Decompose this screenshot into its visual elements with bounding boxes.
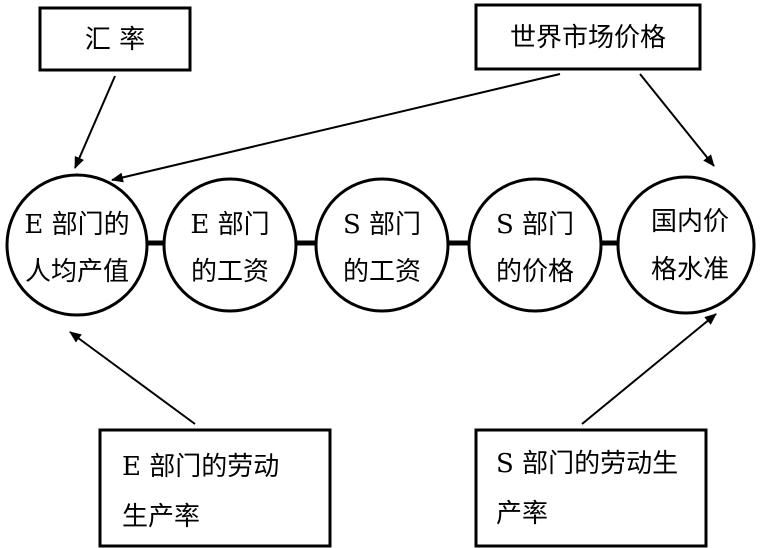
- node-label: 的工资: [191, 257, 269, 287]
- arrow-world-to-e-output: [111, 73, 561, 183]
- arrow-s-productivity: [581, 313, 717, 425]
- s-productivity-label: 产率: [496, 499, 548, 529]
- node-label: S 部门: [496, 210, 574, 240]
- node-domestic-price-level: 国内价 格水准: [616, 175, 756, 315]
- node-e-output-per-capita: E 部门的 人均产值: [5, 173, 149, 317]
- node-label: 的工资: [343, 257, 421, 287]
- node-s-price: S 部门 的价格: [467, 177, 603, 313]
- node-label: E 部门: [190, 210, 269, 240]
- node-s-wage: S 部门 的工资: [314, 177, 450, 313]
- arrow-exchange-to-e-output: [74, 75, 116, 169]
- arrow-e-productivity: [69, 331, 196, 425]
- s-productivity-label: S 部门的劳动生: [496, 449, 678, 479]
- node-label: 国内价: [651, 207, 729, 237]
- arrows: [69, 73, 717, 425]
- exchange-rate-label: 汇 率: [85, 25, 145, 55]
- s-productivity-box: S 部门的劳动生 产率: [474, 428, 708, 548]
- node-label: S 部门: [343, 210, 421, 240]
- arrow-world-to-domestic: [639, 73, 715, 167]
- node-label: 的价格: [496, 257, 574, 287]
- e-productivity-label: 生产率: [122, 502, 200, 532]
- node-label: E 部门的: [24, 210, 129, 240]
- e-productivity-box: E 部门的劳动 生产率: [98, 428, 332, 548]
- world-price-label: 世界市场价格: [510, 23, 666, 53]
- node-label: 人均产值: [25, 257, 129, 287]
- e-productivity-label: E 部门的劳动: [122, 452, 279, 482]
- exchange-rate-box: 汇 率: [38, 6, 192, 72]
- world-price-box: 世界市场价格: [474, 3, 702, 71]
- node-label: 格水准: [651, 255, 729, 285]
- node-e-wage: E 部门 的工资: [162, 177, 298, 313]
